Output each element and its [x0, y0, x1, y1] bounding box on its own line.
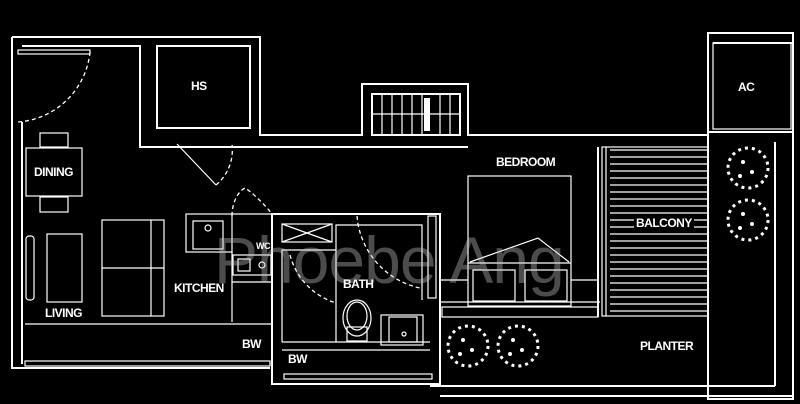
hs-door — [176, 143, 233, 186]
balcony-decking — [601, 146, 709, 317]
outer-walls — [11, 32, 794, 400]
window-grille — [371, 93, 461, 136]
planter-plants — [446, 146, 770, 368]
room-label-planter: PLANTER — [640, 339, 694, 353]
room-label-hs: HS — [191, 79, 207, 93]
bedroom-walls — [439, 147, 600, 318]
room-label-living: LIVING — [45, 306, 83, 320]
room-label-bw-left: BW — [242, 337, 262, 351]
room-label-bedroom: BEDROOM — [496, 155, 556, 169]
room-label-wc: WC — [256, 241, 271, 251]
planter-plant-dots — [458, 160, 754, 356]
living-furniture — [25, 219, 165, 317]
room-label-dining: DINING — [34, 165, 74, 179]
entrance-door — [17, 49, 91, 123]
bed — [467, 175, 572, 307]
watermark: Phoebe Ang — [214, 223, 565, 297]
ac-ledge — [712, 42, 792, 130]
room-label-kitchen: KITCHEN — [174, 281, 224, 295]
room-label-ac: AC — [738, 80, 755, 94]
room-label-balcony: BALCONY — [634, 216, 694, 230]
room-label-bw-bath: BW — [288, 352, 308, 366]
room-label-bath: BATH — [343, 277, 374, 291]
bw-ledge-left — [24, 323, 272, 367]
household-shelter — [156, 45, 251, 129]
dining-table — [25, 132, 83, 213]
